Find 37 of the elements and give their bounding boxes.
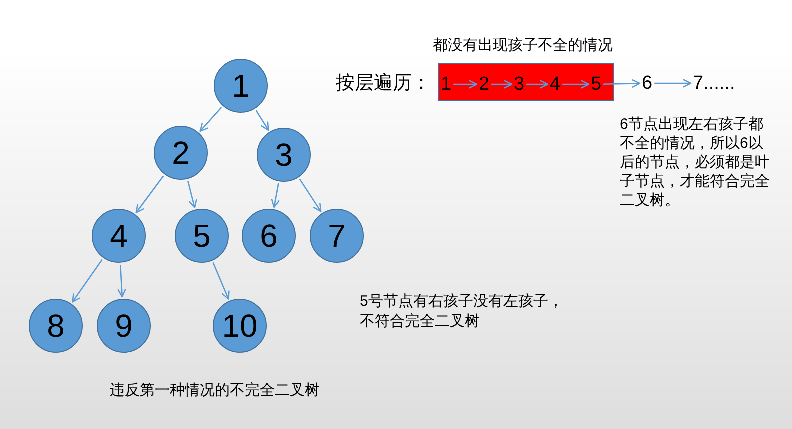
node-circle: 4 [92,209,146,263]
arrow [299,178,322,212]
arrow [187,180,198,209]
sequence-number: 4 [550,75,561,94]
arrow [271,183,280,208]
sequence-number: 7...... [693,74,736,93]
sequence-number: 5 [591,75,602,94]
node-circle: 10 [213,299,267,353]
arrow [212,262,230,300]
note-text: 6节点出现左右孩子都不全的情况，所以6以后的节点，必须都是叶子节点，才能符合完全二叉树。 [620,115,771,210]
sequence-number: 2 [479,75,490,94]
arrow [492,80,513,89]
node-circle: 5 [175,209,229,263]
sequence-number: 6 [642,74,653,93]
arrow [604,80,641,88]
node-circle: 3 [257,128,311,182]
arrow [72,259,103,303]
box-heading: 都没有出现孩子不全的情况 [433,37,613,55]
arrow [654,79,692,88]
arrow [256,110,270,132]
arrow [562,80,590,89]
arrow [454,80,478,89]
node-circle: 8 [29,299,83,353]
note-text: 5号节点有右孩子没有左孩子，不符合完全二叉树 [360,292,564,332]
node-circle: 2 [154,126,208,180]
sequence-number: 1 [441,75,452,94]
sequence-number: 3 [514,75,525,94]
row-label: 按层遍历： [336,74,431,93]
node-circle: 6 [242,209,296,263]
node-circle: 1 [214,59,268,113]
caption-text: 违反第一种情况的不完全二叉树 [110,382,320,400]
node-circle: 9 [97,299,151,353]
node-circle: 7 [310,209,364,263]
arrow [200,107,222,132]
arrow [526,80,549,89]
arrow [136,176,164,214]
arrow [118,264,126,298]
